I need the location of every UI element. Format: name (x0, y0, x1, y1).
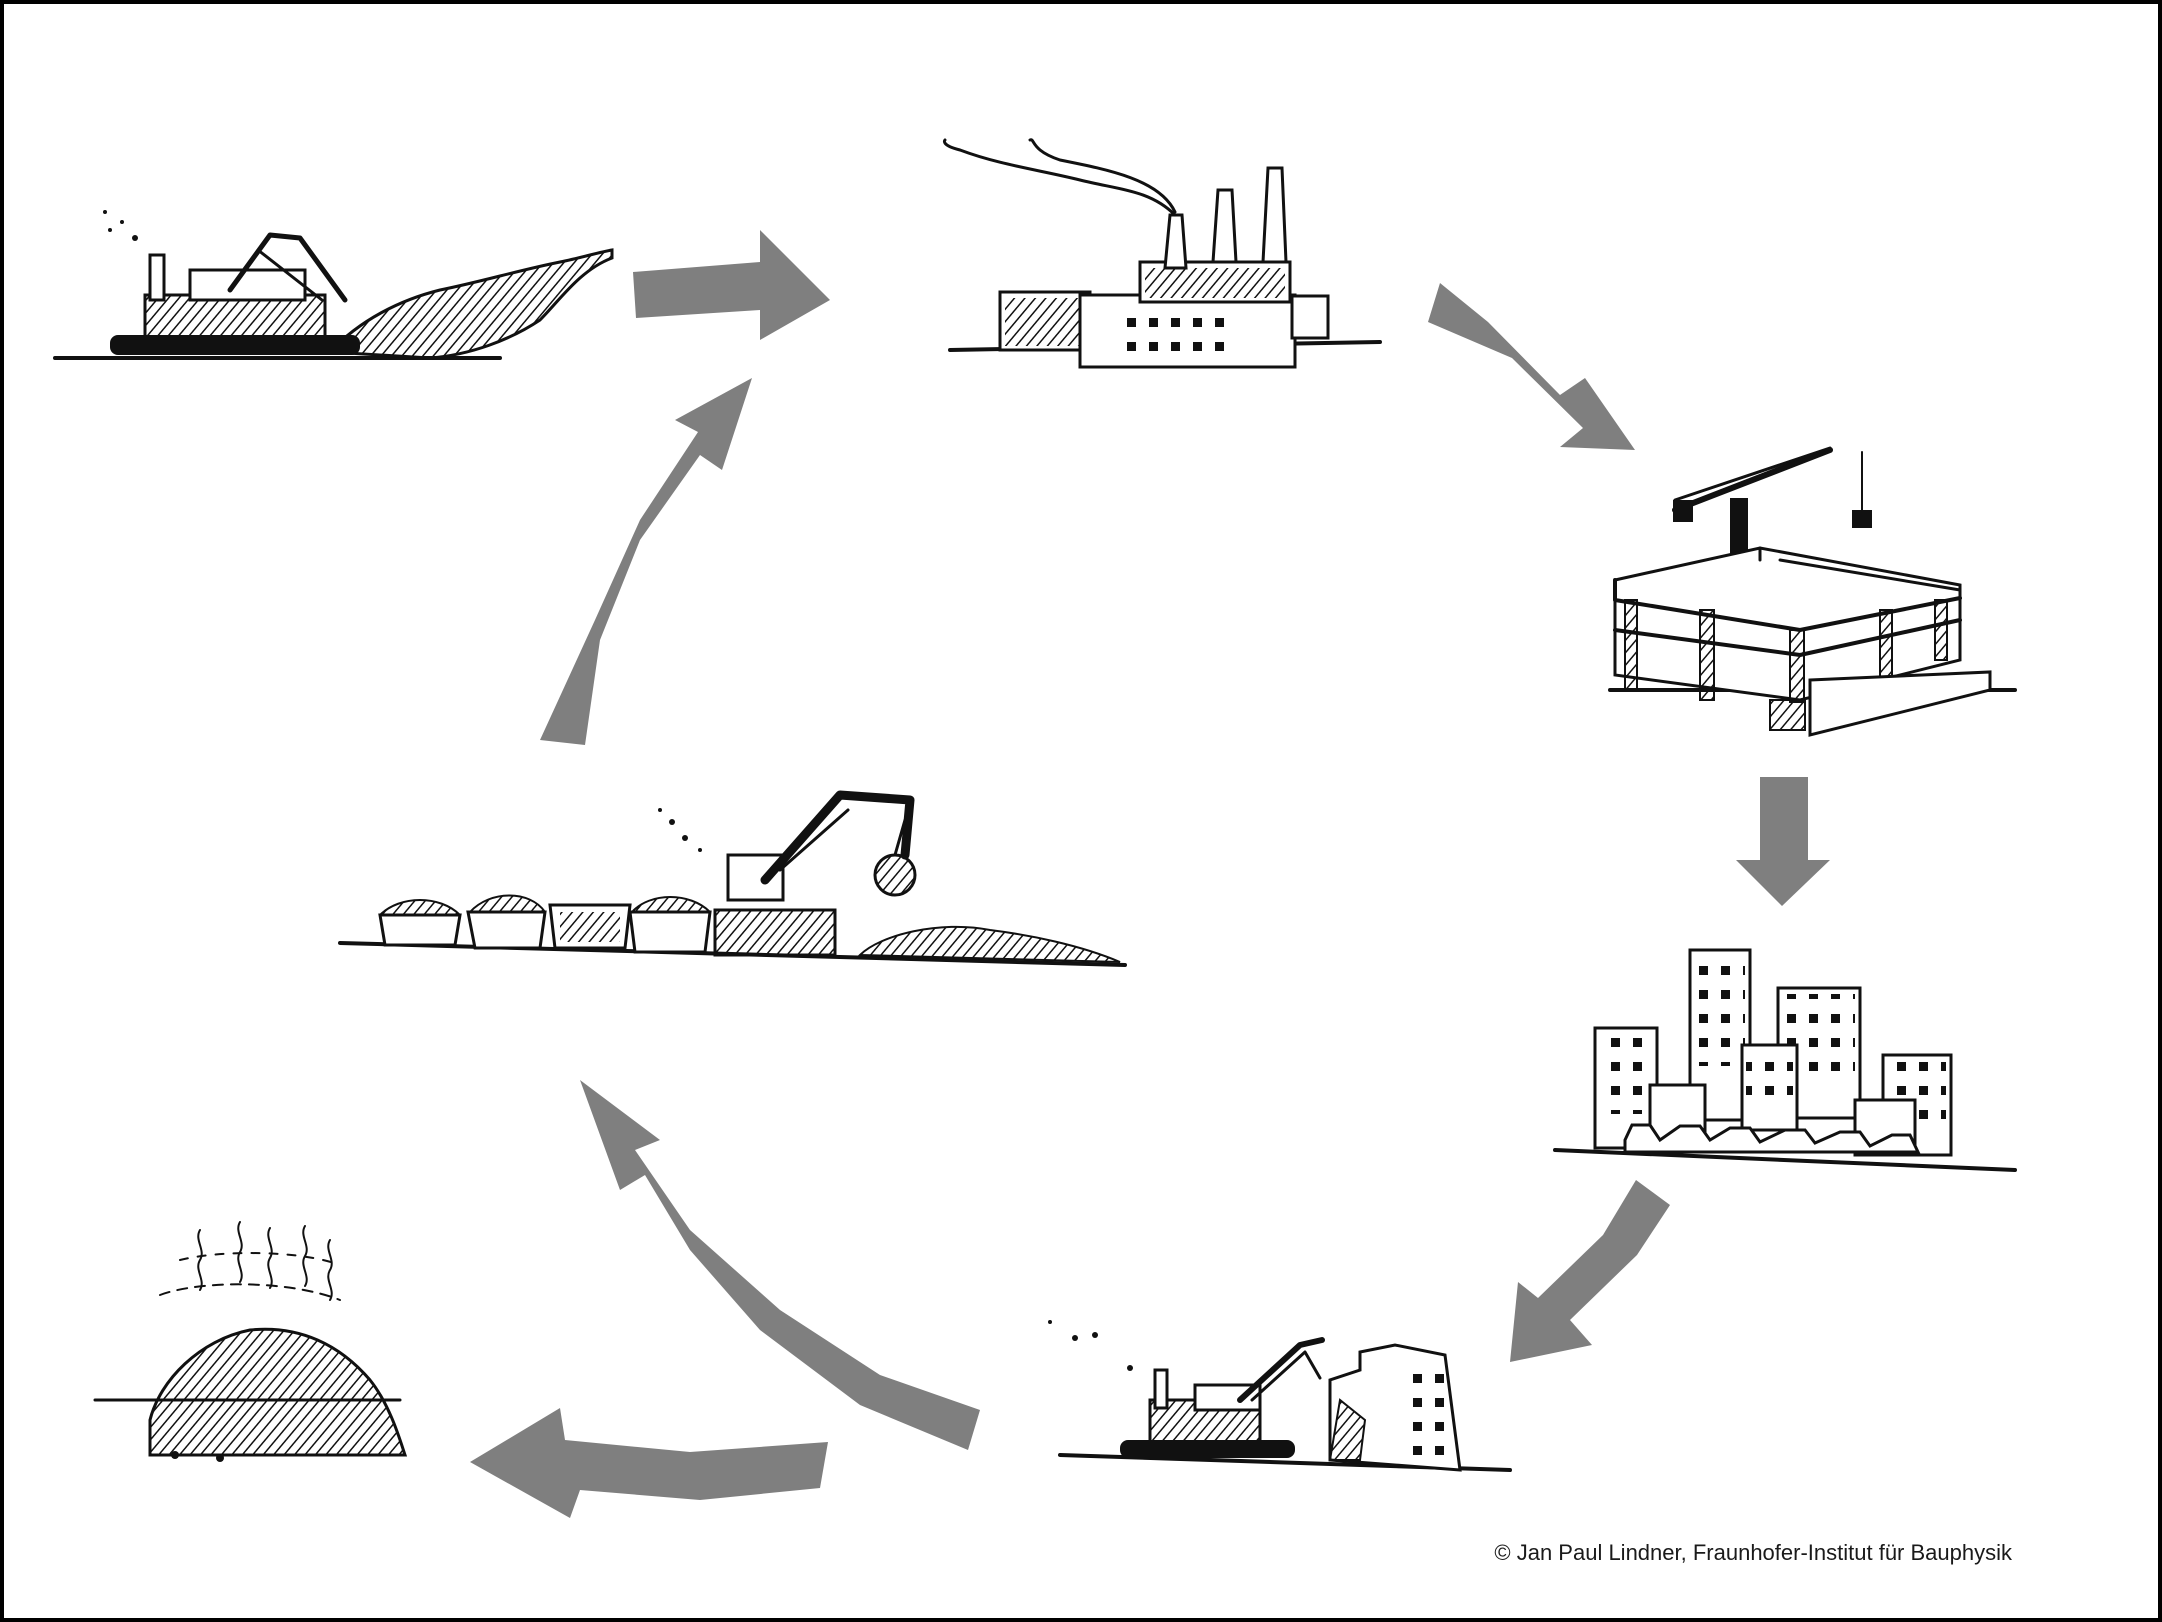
arrow-recycling-to-factory (540, 378, 752, 745)
building-construction-icon (1608, 446, 2017, 737)
mining-excavation-icon (53, 210, 614, 360)
recycling-sorting-icon (338, 790, 1127, 967)
copyright-credit: © Jan Paul Lindner, Fraunhofer-Institut … (1494, 1540, 2012, 1565)
arrow-construction-to-city (1736, 777, 1830, 906)
arrow-factory-to-construction (1428, 283, 1635, 450)
arrow-mining-to-factory (633, 230, 830, 340)
landfill-pile-icon (93, 1221, 408, 1462)
cycle-arrows (470, 230, 1830, 1518)
arrow-demolition-to-landfill (470, 1408, 828, 1518)
factory-icon (942, 138, 1382, 369)
arrow-demolition-to-recycling (580, 1080, 980, 1450)
arrow-city-to-demolition (1510, 1180, 1670, 1362)
demolition-icon (1048, 1320, 1512, 1472)
city-buildings-icon (1553, 948, 2017, 1172)
